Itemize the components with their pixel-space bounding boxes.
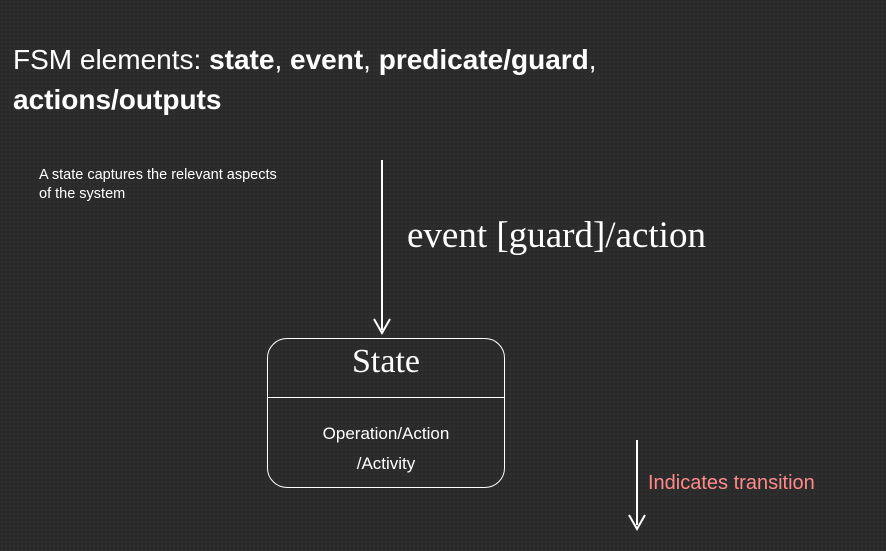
title-separator: , bbox=[363, 44, 379, 75]
title-term-event: event bbox=[290, 44, 364, 75]
title-separator: , bbox=[274, 44, 290, 75]
state-description-note: A state captures the relevant aspects of… bbox=[39, 167, 277, 202]
state-activity: Operation/Action /Activity bbox=[268, 419, 504, 479]
slide-title: FSM elements: state, event, predicate/gu… bbox=[13, 40, 873, 120]
state-activity-line: Operation/Action bbox=[322, 424, 450, 443]
title-term-state: state bbox=[209, 44, 275, 75]
transition-arrow-head bbox=[373, 318, 391, 336]
state-activity-line: /Activity bbox=[356, 454, 416, 473]
legend-label: Indicates transition bbox=[648, 472, 815, 494]
state-divider bbox=[268, 397, 504, 398]
title-separator: , bbox=[588, 44, 597, 75]
title-prefix: FSM elements: bbox=[13, 44, 210, 75]
legend-arrow-head bbox=[628, 514, 646, 532]
state-box: State Operation/Action /Activity bbox=[267, 338, 505, 488]
state-name: State bbox=[352, 343, 420, 380]
transition-label: event [guard]/action bbox=[407, 215, 706, 256]
title-term-guard: predicate/guard bbox=[378, 44, 589, 75]
title-term-actions: actions/outputs bbox=[13, 84, 222, 115]
